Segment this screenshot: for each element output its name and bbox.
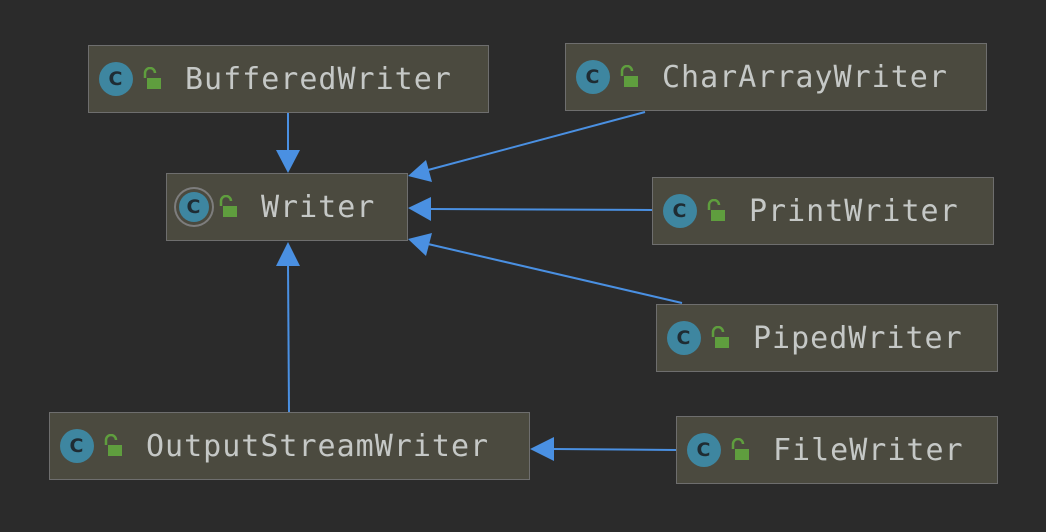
class-icon: C	[687, 433, 721, 467]
class-node-writer[interactable]: C Writer	[166, 173, 408, 241]
unlocked-lock-icon	[104, 434, 122, 456]
unlocked-lock-icon	[731, 438, 749, 460]
unlocked-lock-icon	[711, 326, 729, 348]
edge-pipedwriter-to-writer	[408, 233, 683, 304]
edge-printwriter-to-writer	[408, 197, 654, 221]
class-name: FileWriter	[773, 432, 964, 468]
class-node-filewriter[interactable]: C FileWriter	[676, 416, 998, 484]
unlocked-lock-icon	[219, 195, 237, 217]
class-node-bufferedwriter[interactable]: C BufferedWriter	[88, 45, 489, 113]
unlocked-lock-icon	[620, 65, 638, 87]
class-icon: C	[576, 60, 610, 94]
class-name: PrintWriter	[749, 193, 959, 229]
class-name: PipedWriter	[753, 320, 963, 356]
class-node-printwriter[interactable]: C PrintWriter	[652, 177, 994, 245]
class-node-outputstreamwriter[interactable]: C OutputStreamWriter	[49, 412, 530, 480]
edge-filewriter-to-outputstreamwriter	[530, 437, 678, 461]
abstract-class-icon: C	[179, 192, 209, 222]
class-name: BufferedWriter	[185, 61, 452, 97]
class-name: CharArrayWriter	[662, 59, 948, 95]
edge-chararraywriter-to-writer	[408, 111, 646, 182]
edge-outputstreamwriter-to-writer	[276, 242, 300, 413]
class-name: Writer	[261, 189, 376, 225]
unlocked-lock-icon	[143, 67, 161, 89]
class-name: OutputStreamWriter	[146, 428, 490, 464]
class-icon: C	[663, 194, 697, 228]
edge-bufferedwriter-to-writer	[276, 113, 300, 173]
class-icon: C	[667, 321, 701, 355]
class-node-pipedwriter[interactable]: C PipedWriter	[656, 304, 998, 372]
class-icon: C	[99, 62, 133, 96]
class-node-chararraywriter[interactable]: C CharArrayWriter	[565, 43, 987, 111]
class-icon: C	[60, 429, 94, 463]
unlocked-lock-icon	[707, 199, 725, 221]
